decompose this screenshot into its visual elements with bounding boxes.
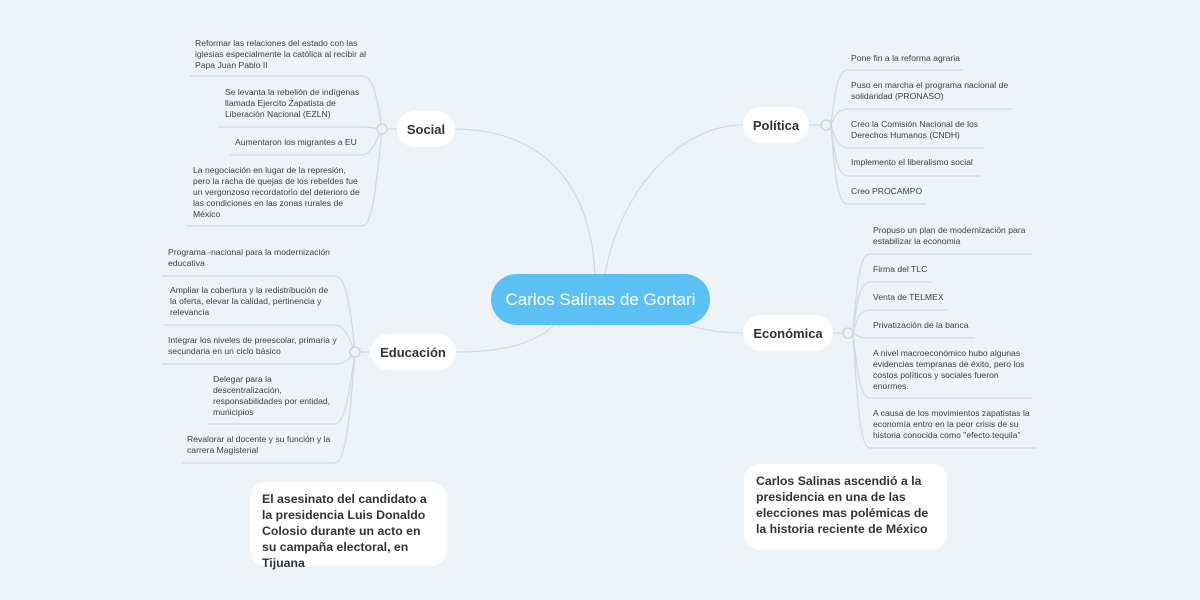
subtopic-social[interactable]: Reformar las relaciones del estado con l… <box>195 38 367 70</box>
topic-social[interactable]: Social <box>397 111 455 147</box>
subtopic-politica[interactable]: Implemento el liberalismo social <box>851 157 973 167</box>
collapse-toggle-social[interactable] <box>376 123 388 135</box>
subtopic-politica[interactable]: Pone fin a la reforma agraria <box>851 53 960 63</box>
branch-line-social <box>454 128 596 275</box>
topic-politica[interactable]: Política <box>743 107 809 143</box>
floating-topic-elecciones[interactable]: Carlos Salinas ascendió a la presidencia… <box>744 464 947 550</box>
collapse-toggle-educacion[interactable] <box>349 346 361 358</box>
branch-line-educacion <box>455 317 561 353</box>
subtopic-economica[interactable]: Privatización de la banca <box>873 320 969 330</box>
subtopic-economica[interactable]: A causa de los movimientos zapatistas la… <box>873 408 1030 440</box>
collapse-toggle-politica[interactable] <box>820 119 832 131</box>
subtopic-economica[interactable]: Firma del TLC <box>873 264 928 274</box>
subtopic-educacion[interactable]: Delegar para la descentralización, respo… <box>213 374 331 417</box>
central-topic[interactable]: Carlos Salinas de Gortari <box>491 274 710 325</box>
subtopic-politica[interactable]: Creo PROCAMPO <box>851 186 923 196</box>
branch-line-politica <box>604 124 744 275</box>
subtopic-politica[interactable]: Puso en marcha el programa nacional de s… <box>851 80 1009 101</box>
subtopic-educacion[interactable]: Ampliar la cobertura y la redistribución… <box>170 285 329 317</box>
subtopic-educacion[interactable]: Revalorar al docente y su función y la c… <box>187 434 331 455</box>
subtopic-economica[interactable]: A nivel macroeconómico hubo algunas evid… <box>873 348 1025 391</box>
topic-economica[interactable]: Económica <box>743 315 833 351</box>
subtopic-educacion[interactable]: Programa -nacional para la modernización… <box>168 247 330 268</box>
subtopic-social[interactable]: La negociación en lugar de la represión,… <box>193 165 360 219</box>
subtopic-economica[interactable]: Propuso un plan de modernización para es… <box>873 225 1026 246</box>
subtopic-educacion[interactable]: Integrar los niveles de preescolar, prim… <box>168 335 337 356</box>
subtopic-politica[interactable]: Creo la Comisión Nacional de los Derecho… <box>851 119 979 140</box>
floating-topic-colosio[interactable]: El asesinato del candidato a la presiden… <box>250 482 447 570</box>
subtopic-economica[interactable]: Venta de TELMEX <box>873 292 944 302</box>
subtopic-social[interactable]: Se levanta la rebelión de indígenas llam… <box>225 87 360 119</box>
collapse-toggle-economica[interactable] <box>842 327 854 339</box>
subtopic-social[interactable]: Aumentaron los migrantes a EU <box>235 137 357 147</box>
topic-educacion[interactable]: Educación <box>370 334 456 370</box>
